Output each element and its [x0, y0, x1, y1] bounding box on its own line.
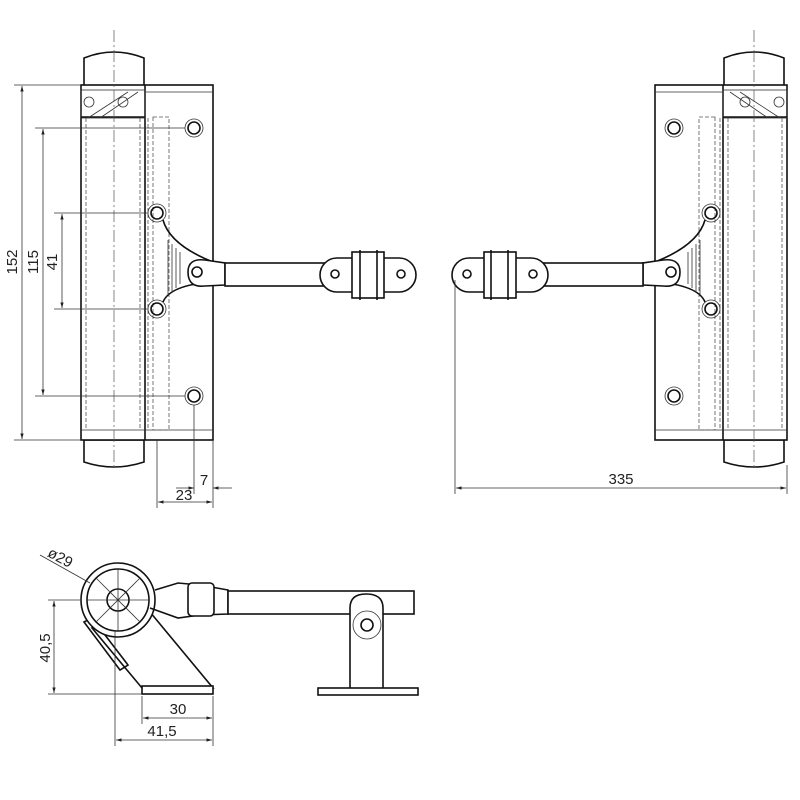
dim-41-5: 41,5 — [147, 723, 176, 740]
dim-7: 7 — [200, 472, 208, 489]
dim-335: 335 — [608, 471, 633, 488]
dim-115: 115 — [25, 250, 42, 274]
side-view: ø29 40,5 30 41,5 — [37, 544, 419, 746]
dim-152: 152 — [4, 249, 21, 274]
dim-41: 41 — [44, 254, 61, 271]
dim-23: 23 — [176, 487, 193, 504]
dim-30: 30 — [170, 701, 187, 718]
dim-40-5: 40,5 — [37, 633, 54, 662]
front-view: 152 115 41 7 23 — [4, 29, 417, 508]
dim-diameter-29: ø29 — [45, 544, 76, 571]
rear-view: 335 — [451, 29, 788, 494]
